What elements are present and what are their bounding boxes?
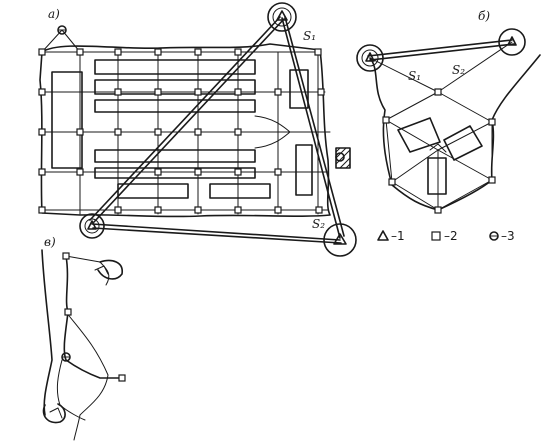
panel-c-outline xyxy=(41,249,53,416)
panel-c-label: в) xyxy=(44,235,56,249)
panel-c-traverse xyxy=(63,255,123,379)
legend-item-3: –3 xyxy=(489,229,515,243)
station-s2-label-a: S₂ xyxy=(312,217,325,231)
panel-b-grid-points xyxy=(382,88,496,214)
panel-c-station-top xyxy=(94,259,123,280)
square-icon xyxy=(431,231,441,241)
panel-a-buildings xyxy=(51,59,331,199)
panel-c-grid-points xyxy=(62,252,126,382)
legend-item-2-label: –2 xyxy=(444,229,458,243)
panel-c-benchmark-icon xyxy=(61,352,71,362)
panel-a-grid-points xyxy=(38,48,325,214)
legend-item-2: –2 xyxy=(431,229,458,243)
station-s1-panel-a xyxy=(267,2,297,32)
panel-a-boundary xyxy=(39,43,331,218)
station-s1-panel-b xyxy=(356,44,384,72)
panel-a-triangulation xyxy=(89,16,345,244)
station-s2-label-b: S₂ xyxy=(452,63,465,77)
legend: –1 –2 –3 xyxy=(377,229,515,243)
panel-a: а) S₁ S₂ xyxy=(38,2,357,257)
station-s1-label-a: S₁ xyxy=(303,29,316,43)
panel-b-label: б) xyxy=(478,9,490,23)
legend-item-1: –1 xyxy=(377,229,405,243)
panel-b-building xyxy=(397,117,483,195)
triangle-icon xyxy=(377,230,389,241)
panel-a-label: а) xyxy=(48,7,60,21)
station-s1-label-b: S₁ xyxy=(408,69,421,83)
panel-b-lines xyxy=(367,39,515,211)
panel-c-station-bottom xyxy=(42,403,66,424)
panel-b-boundary xyxy=(369,54,541,211)
hatched-marker-icon xyxy=(335,147,351,169)
station-s2-panel-b xyxy=(498,28,526,56)
station-s2-panel-a xyxy=(323,223,357,257)
panel-a-grid xyxy=(41,51,329,215)
legend-item-1-label: –1 xyxy=(391,229,405,243)
station-sw-panel-a xyxy=(79,213,105,239)
panel-b: б) S₁ S₂ xyxy=(356,9,541,214)
panel-c: в) xyxy=(41,235,126,441)
legend-item-3-label: –3 xyxy=(501,229,515,243)
